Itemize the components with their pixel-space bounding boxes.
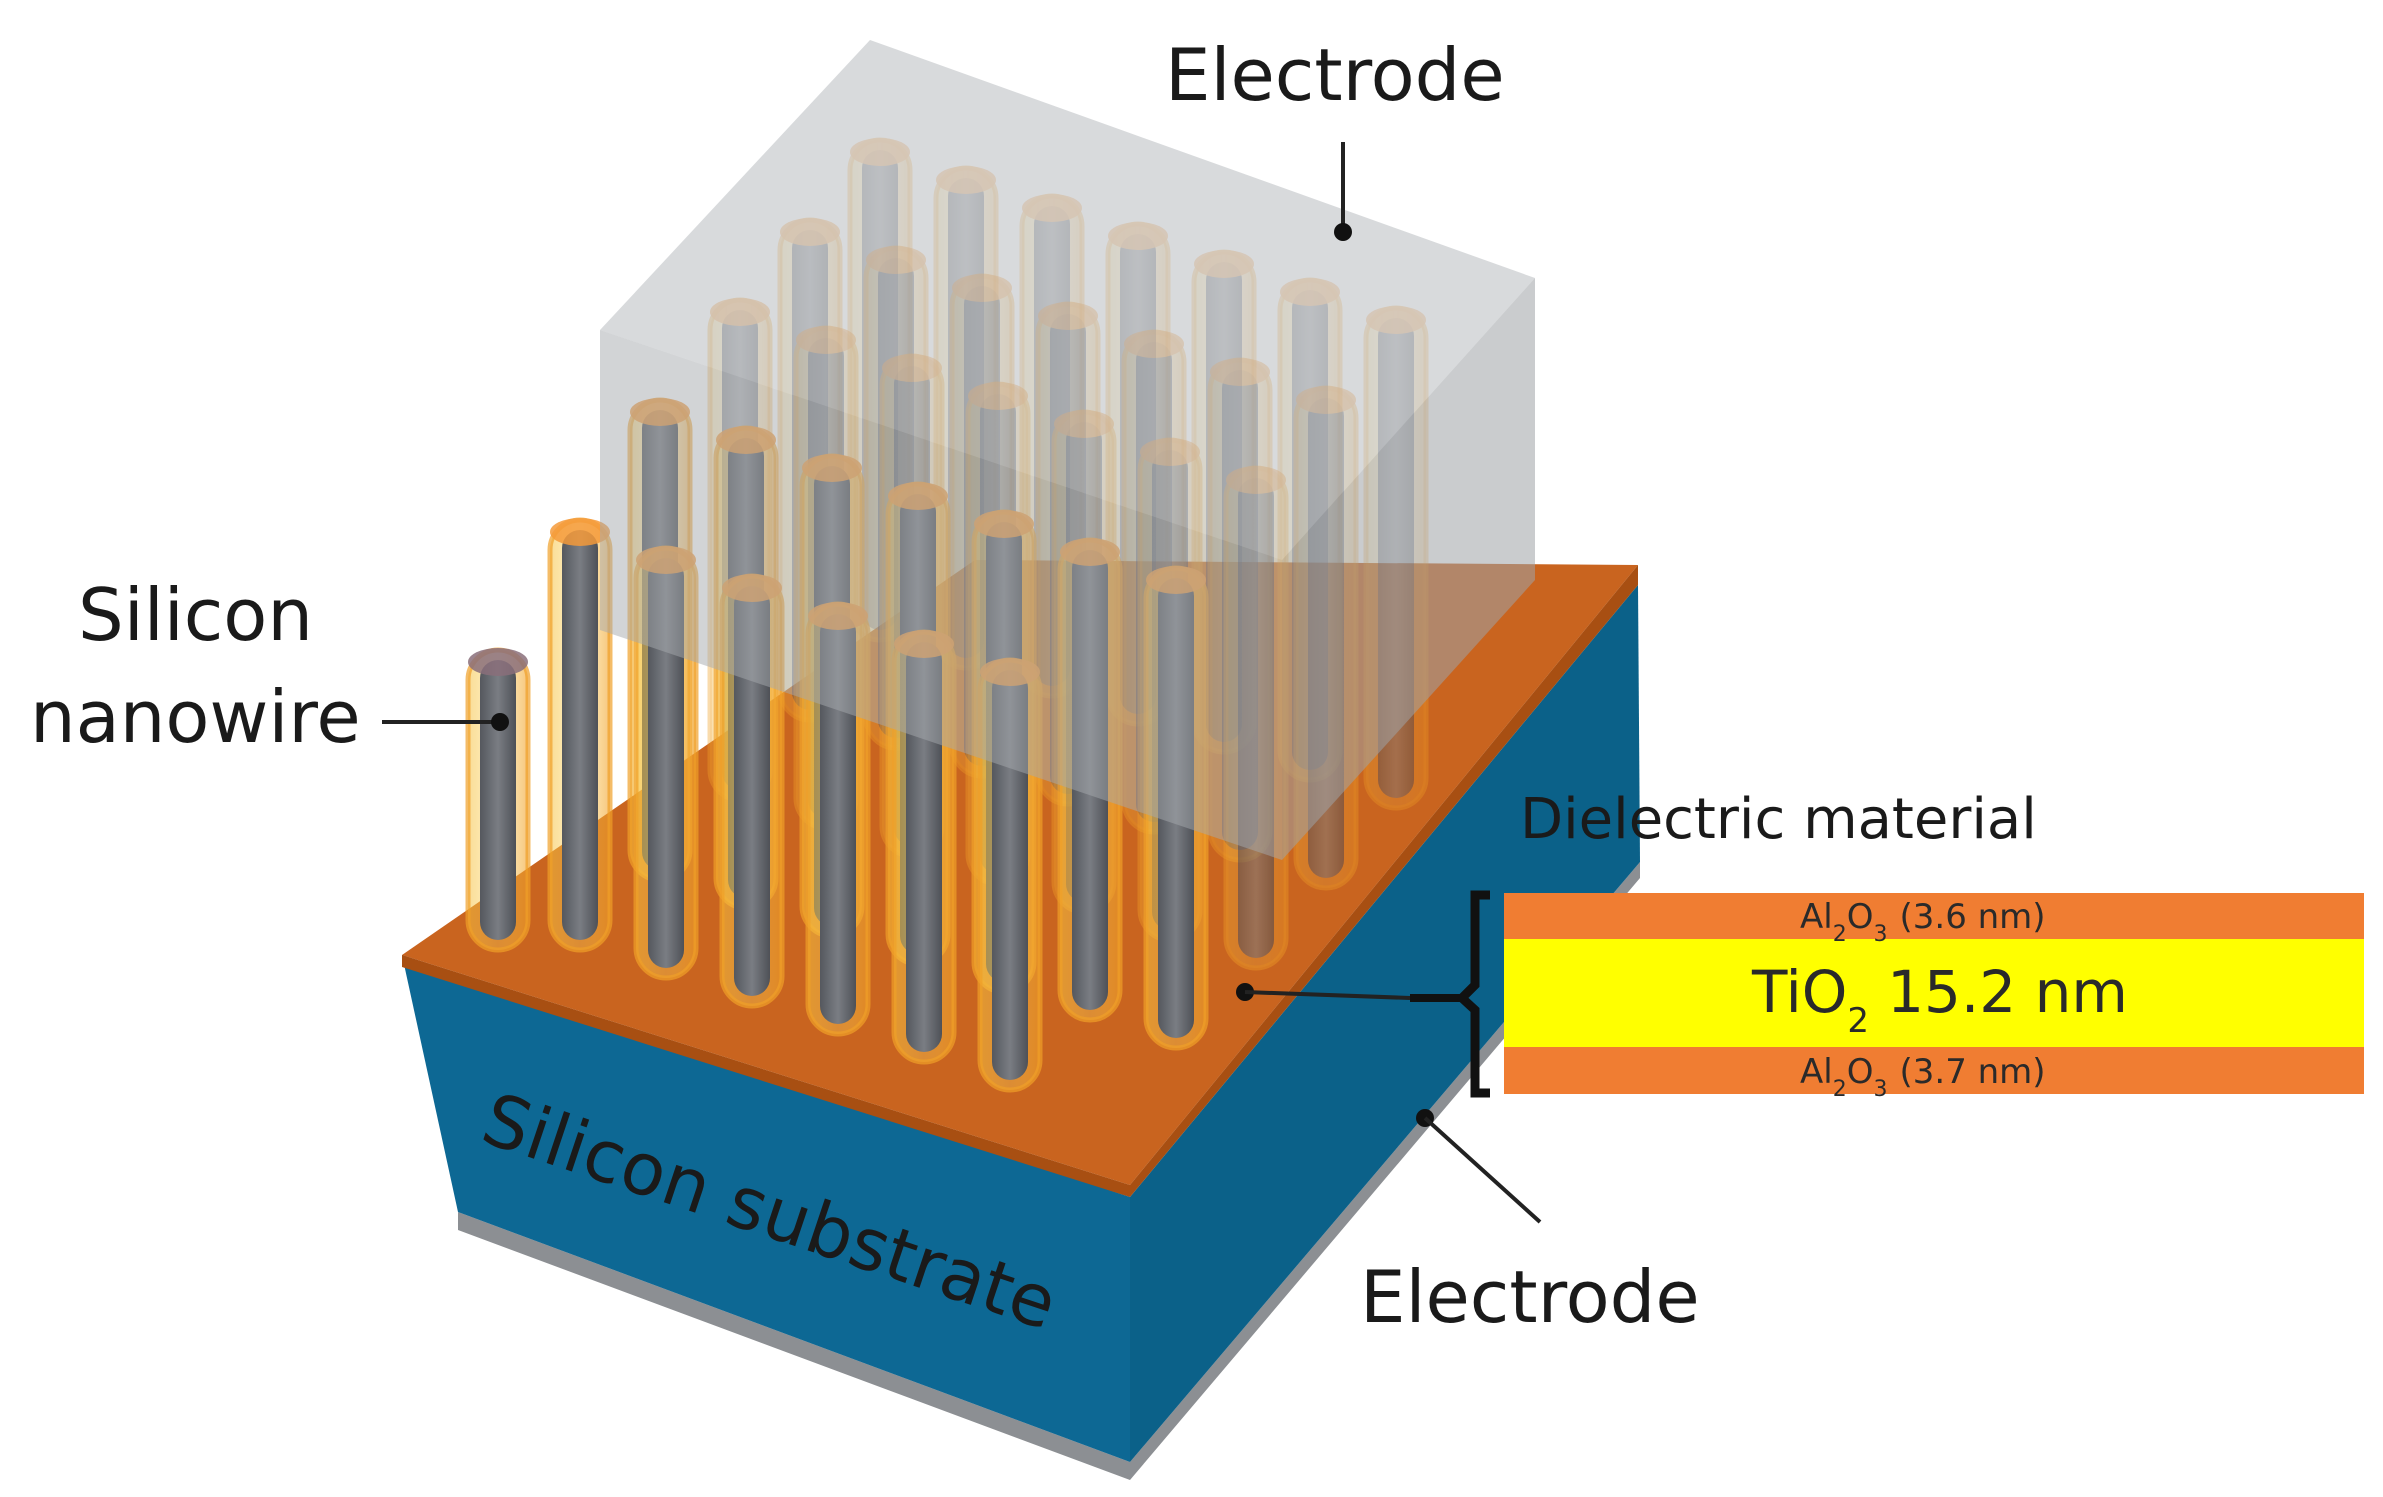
- nanowire: [719, 573, 785, 1009]
- tio2-layer: [1504, 939, 2364, 1047]
- dielectric-edge-right: [1130, 565, 1638, 1197]
- nanowire-label-line2: nanowire: [30, 675, 361, 759]
- dielectric-edge: [402, 955, 1130, 1197]
- top-electrode-block: [600, 40, 1535, 860]
- dielectric-leader: [1244, 990, 1411, 1000]
- al2o3-top-layer: [1504, 893, 2364, 939]
- bracket-icon: [1455, 890, 1490, 1098]
- bottom-electrode-label: Electrode: [1360, 1255, 1700, 1339]
- substrate-right-face: [1130, 585, 1640, 1462]
- top-electrode-label: Electrode: [1165, 33, 1505, 117]
- nanowire: [547, 517, 613, 953]
- dielectric-label: Dielectric material: [1520, 787, 2037, 852]
- nanowire: [465, 647, 531, 953]
- bottom-electrode-leader: [1423, 1116, 1542, 1224]
- nanowire-label-line1: Silicon: [78, 573, 313, 657]
- al2o3-top-label: Al2O3(3.6 nm): [1800, 897, 2046, 947]
- bottom-electrode-layer: [458, 862, 1640, 1480]
- top-electrode-leader-dot: [1334, 223, 1352, 241]
- substrate-left-face: [402, 955, 1130, 1462]
- nanowire-leader-dot: [491, 713, 509, 731]
- al2o3-bottom-label: Al2O3(3.7 nm): [1800, 1052, 2046, 1102]
- al2o3-bottom-layer: [1504, 1047, 2364, 1094]
